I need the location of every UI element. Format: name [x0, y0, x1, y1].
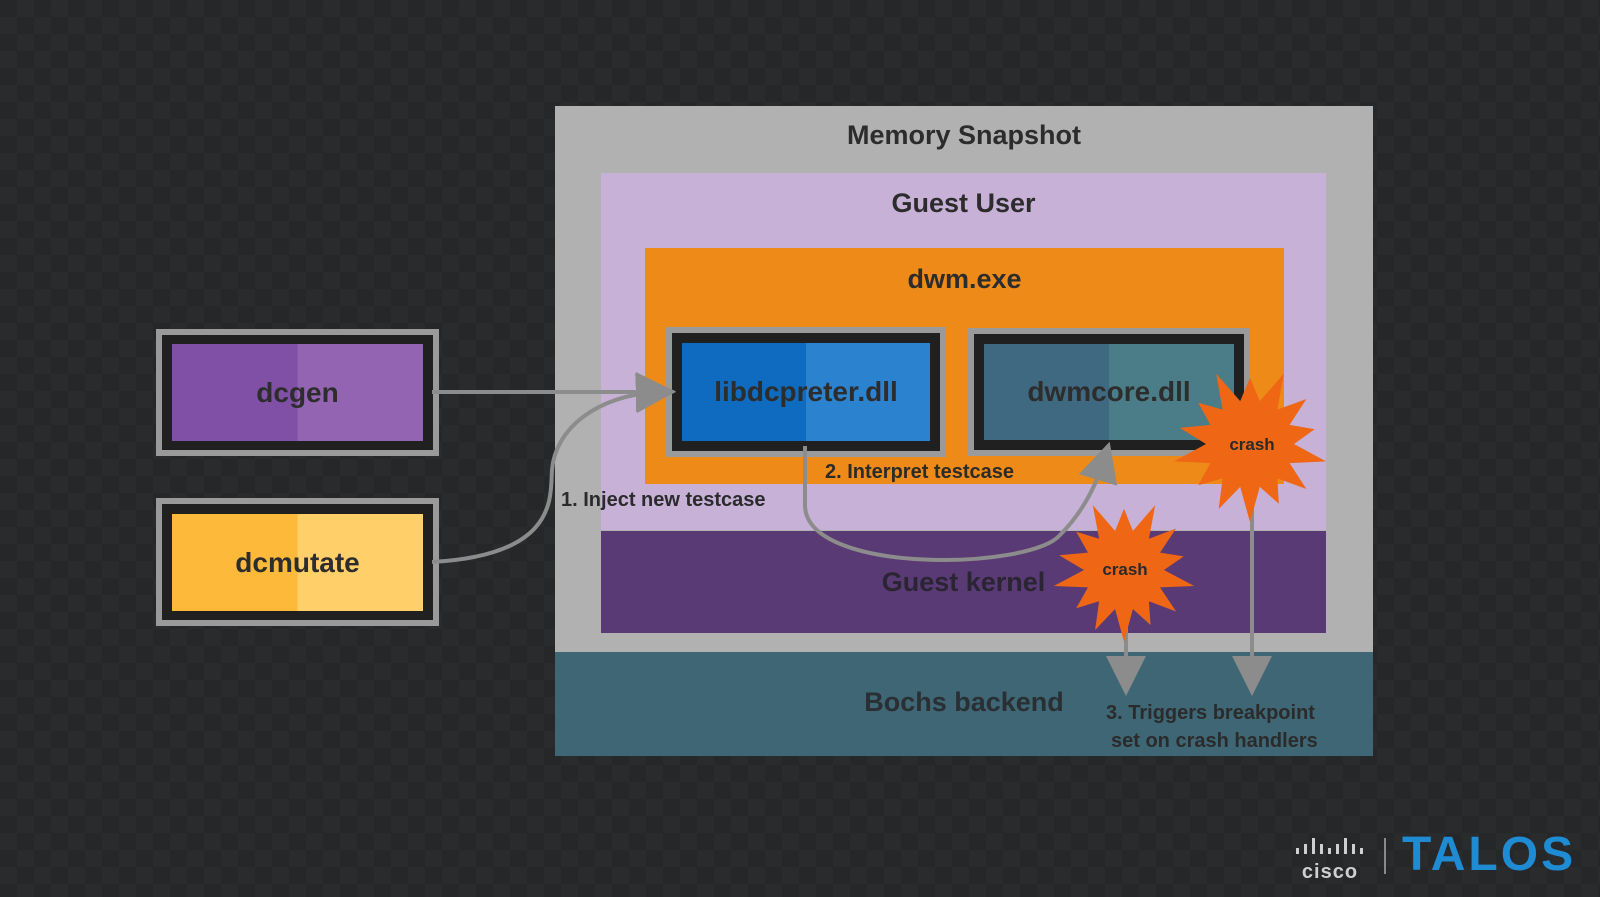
libdcpreter-label: libdcpreter.dll [714, 376, 898, 407]
dwmcore-label: dwmcore.dll [1027, 376, 1191, 407]
dwmcore-module: dwmcore.dll [984, 344, 1234, 440]
step-2-label: 2. Interpret testcase [825, 461, 1014, 483]
dcgen-label: dcgen [256, 376, 339, 408]
cisco-wordmark: cisco [1301, 861, 1359, 883]
brand-divider [1384, 838, 1386, 874]
libdcpreter-frame: libdcpreter.dll [666, 327, 946, 457]
guest-kernel-title: Guest kernel [881, 567, 1046, 597]
memory-snapshot-title: Memory Snapshot [846, 120, 1082, 150]
step-1-label: 1. Inject new testcase [561, 489, 766, 511]
bochs-backend-title: Bochs backend [864, 687, 1064, 717]
cisco-bars-icon [1296, 838, 1363, 854]
dcgen-frame: dcgen [156, 329, 439, 456]
crash-label-kernel: crash [1102, 560, 1148, 579]
talos-wordmark: TALOS [1402, 828, 1577, 881]
step-3-label-line2: set on crash handlers [1111, 730, 1318, 752]
dwmcore-frame: dwmcore.dll [968, 328, 1250, 456]
dcmutate-frame: dcmutate [156, 498, 439, 626]
dwm-exe-title: dwm.exe [907, 264, 1022, 294]
dcgen-box: dcgen [172, 344, 423, 441]
cisco-logo: cisco [1294, 836, 1374, 883]
dcmutate-label: dcmutate [235, 546, 360, 578]
libdcpreter-module: libdcpreter.dll [682, 343, 930, 441]
step-3-label-line1: 3. Triggers breakpoint [1106, 702, 1315, 724]
guest-user-title: Guest User [891, 188, 1036, 218]
crash-label-user: crash [1229, 435, 1275, 454]
dcmutate-box: dcmutate [172, 514, 423, 611]
